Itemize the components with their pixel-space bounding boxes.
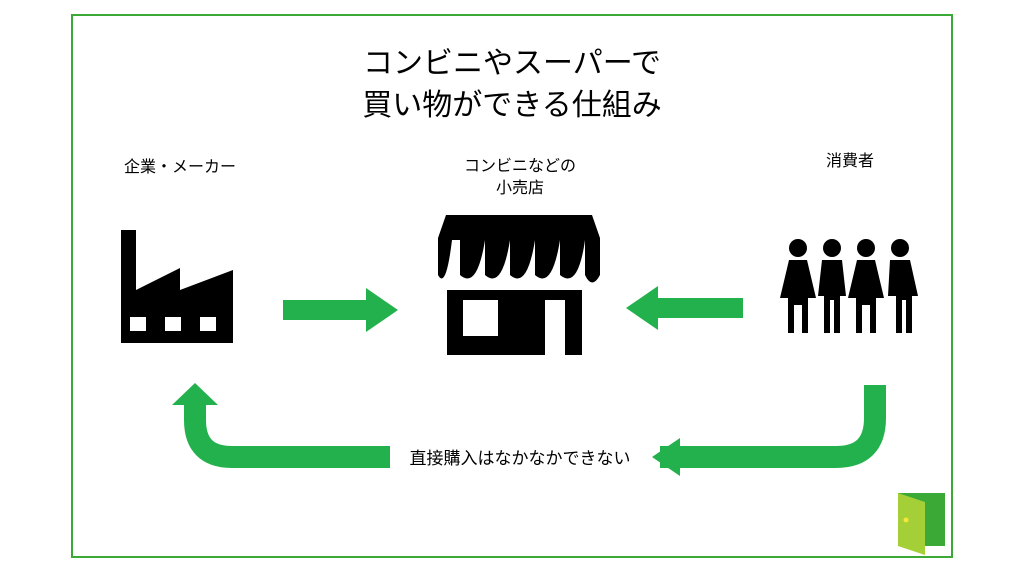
store-icon bbox=[438, 215, 600, 355]
maker-label: 企業・メーカー bbox=[123, 157, 236, 176]
arrow-head-up bbox=[172, 383, 218, 405]
people-icon bbox=[780, 239, 918, 333]
consumer-label: 消費者 bbox=[825, 151, 874, 170]
factory-icon bbox=[121, 230, 233, 343]
logo-icon bbox=[898, 493, 945, 555]
store-label-line-1: コンビニなどの bbox=[463, 156, 576, 175]
direct-purchase-note: 直接購入はなかなかできない bbox=[395, 447, 645, 471]
title-line-1: コンビニやスーパーで bbox=[363, 46, 661, 81]
diagram-frame bbox=[71, 14, 953, 558]
arrow-consumer-to-maker bbox=[184, 385, 886, 468]
title-line-2: 買い物ができる仕組み bbox=[362, 88, 662, 123]
store-label-line-2: 小売店 bbox=[495, 178, 544, 197]
arrow-consumer-to-store bbox=[626, 286, 743, 330]
arrow-maker-to-store bbox=[283, 288, 398, 332]
arrow-head-left bbox=[652, 438, 680, 476]
